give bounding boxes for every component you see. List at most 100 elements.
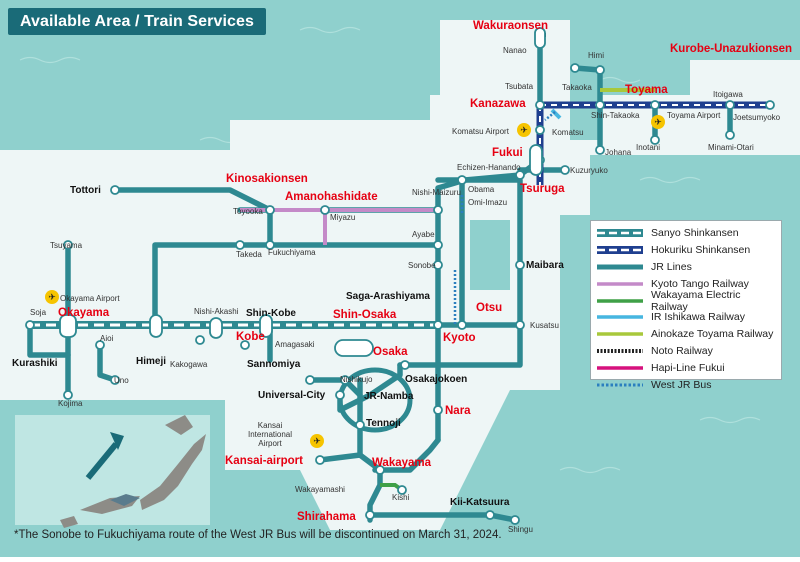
station-label-osakajokoen: Osakajokoen	[405, 374, 467, 385]
station-label-shin-takaoka: Shin-Takaoka	[591, 111, 640, 120]
station-label-himeji: Himeji	[136, 356, 166, 367]
station-label-kusatsu: Kusatsu	[530, 321, 559, 330]
station-label-tennoji: Tennoji	[366, 418, 401, 429]
station-label-kuzuryuko: Kuzuryuko	[570, 166, 608, 175]
station-label-kansai-airport: Kansai-airport	[225, 455, 303, 467]
station-label-obama: Obama	[468, 185, 495, 194]
station-label-himi: Himi	[588, 51, 604, 60]
station-label-kishi: Kishi	[392, 493, 410, 502]
station-label-komatsu-airport: Komatsu Airport	[452, 127, 510, 136]
legend-item: West JR Bus	[597, 376, 775, 393]
station-label-inotani: Inotani	[636, 143, 660, 152]
kansai-airport-icon	[310, 434, 324, 448]
station-label-amagasaki: Amagasaki	[275, 340, 315, 349]
station-label-kii-katsuura: Kii-Katsuura	[450, 497, 510, 508]
station-label-tsubata: Tsubata	[505, 82, 534, 91]
station-label-kinosakionsen: Kinosakionsen	[226, 173, 308, 185]
legend-swatch	[597, 345, 643, 357]
legend-label: Kyoto Tango Railway	[651, 277, 749, 290]
station-label-nara: Nara	[445, 405, 471, 417]
station-label-sannomiya: Sannomiya	[247, 359, 301, 370]
station-label-nishi-maizuru: Nishi-Maizuru	[412, 188, 461, 197]
west-jr-bus-route	[453, 111, 556, 325]
legend-label: Hapi-Line Fukui	[651, 361, 725, 374]
station-label-toyooka: Toyooka	[233, 207, 263, 216]
legend-swatch	[597, 278, 643, 290]
legend-swatch	[597, 227, 643, 239]
station-label-kanazawa: Kanazawa	[470, 98, 526, 110]
station-label-kojima: Kojima	[58, 399, 83, 408]
legend-item: Noto Railway	[597, 343, 775, 360]
station-label-takaoka: Takaoka	[562, 83, 592, 92]
legend-item: Kyoto Tango Railway	[597, 275, 775, 292]
svg-text:✈: ✈	[313, 436, 321, 446]
station-label-tsuyama: Tsuyama	[50, 241, 83, 250]
legend-item: JR Lines	[597, 259, 775, 276]
station-label-minami-otari: Minami-Otari	[708, 143, 754, 152]
station-label-kobe: Kobe	[236, 331, 265, 343]
station-label-toyama-airport: Toyama Airport	[667, 111, 721, 120]
station-label-wakuraonsen: Wakuraonsen	[473, 20, 548, 32]
svg-text:✈: ✈	[654, 117, 662, 127]
airport-icons	[45, 115, 665, 448]
legend-swatch	[597, 244, 643, 256]
station-label-nanao: Nanao	[503, 46, 527, 55]
legend-swatch	[597, 362, 643, 374]
legend-item: IR Ishikawa Railway	[597, 309, 775, 326]
station-label-sonobe: Sonobe	[408, 261, 436, 270]
station-label-fukui: Fukui	[492, 147, 523, 159]
komatsu-airport-icon	[517, 123, 531, 137]
legend-item: Hapi-Line Fukui	[597, 359, 775, 376]
legend-item: Wakayama Electric Railway	[597, 289, 775, 313]
osaka-loop-line	[337, 367, 413, 433]
station-label-komatsu: Komatsu	[552, 128, 584, 137]
station-label-okayama-airport: Okayama Airport	[60, 294, 120, 303]
legend-swatch	[597, 379, 643, 391]
legend-item: Sanyo Shinkansen	[597, 225, 775, 242]
station-label-toyama: Toyama	[625, 84, 668, 96]
station-label-ayabe: Ayabe	[412, 230, 435, 239]
station-label-nishikujo: Nishikujo	[340, 375, 373, 384]
legend-label: Wakayama Electric Railway	[651, 288, 741, 313]
legend-swatch	[597, 328, 643, 340]
station-label-echizen-hanando: Echizen-Hanando	[457, 163, 521, 172]
station-label-fukuchiyama: Fukuchiyama	[268, 248, 316, 257]
lake-biwa	[470, 220, 510, 290]
station-label-okayama: Okayama	[58, 307, 110, 319]
station-label-wakayama: Wakayama	[372, 457, 432, 469]
station-label-joetsumyoko: Joetsumyoko	[733, 113, 781, 122]
station-label-aioi: Aioi	[100, 334, 114, 343]
station-label-amanohashidate: Amanohashidate	[285, 191, 378, 203]
noto-peninsula	[440, 20, 570, 150]
legend-label: Sanyo Shinkansen	[651, 227, 739, 240]
legend-label: Hokuriku Shinkansen	[651, 244, 751, 257]
station-label-shirahama: Shirahama	[297, 511, 356, 523]
station-label-shin-kobe: Shin-Kobe	[246, 308, 296, 319]
station-label-soja: Soja	[30, 308, 47, 317]
station-markers	[25, 37, 775, 525]
japan-inset-map	[60, 415, 206, 528]
station-label-shingu: Shingu	[508, 525, 533, 534]
okayama-airport-icon	[45, 290, 59, 304]
station-label-saga-arashiyama: Saga-Arashiyama	[346, 291, 430, 302]
svg-text:✈: ✈	[520, 125, 528, 135]
station-labels: WakuraonsenKurobe-UnazukionsenKanazawaTo…	[12, 20, 792, 534]
station-label-omi-imazu: Omi-Imazu	[468, 198, 507, 207]
svg-text:✈: ✈	[48, 292, 56, 302]
station-label-shin-osaka: Shin-Osaka	[333, 309, 397, 321]
legend-swatch	[597, 311, 643, 323]
station-label-otsu: Otsu	[476, 302, 502, 314]
ir-ishikawa-railway-line	[550, 108, 562, 120]
station-label-tsuruga: Tsuruga	[520, 183, 565, 195]
legend-label: West JR Bus	[651, 378, 712, 391]
station-label-osaka: Osaka	[373, 346, 408, 358]
station-label-miyazu: Miyazu	[330, 213, 355, 222]
map-title: Available Area / Train Services	[8, 8, 267, 35]
station-label-kyoto: Kyoto	[443, 332, 476, 344]
station-label-kurobe-unazukionsen: Kurobe-Unazukionsen	[670, 43, 792, 55]
station-label-tottori: Tottori	[70, 185, 101, 196]
station-label-kakogawa: Kakogawa	[170, 360, 208, 369]
